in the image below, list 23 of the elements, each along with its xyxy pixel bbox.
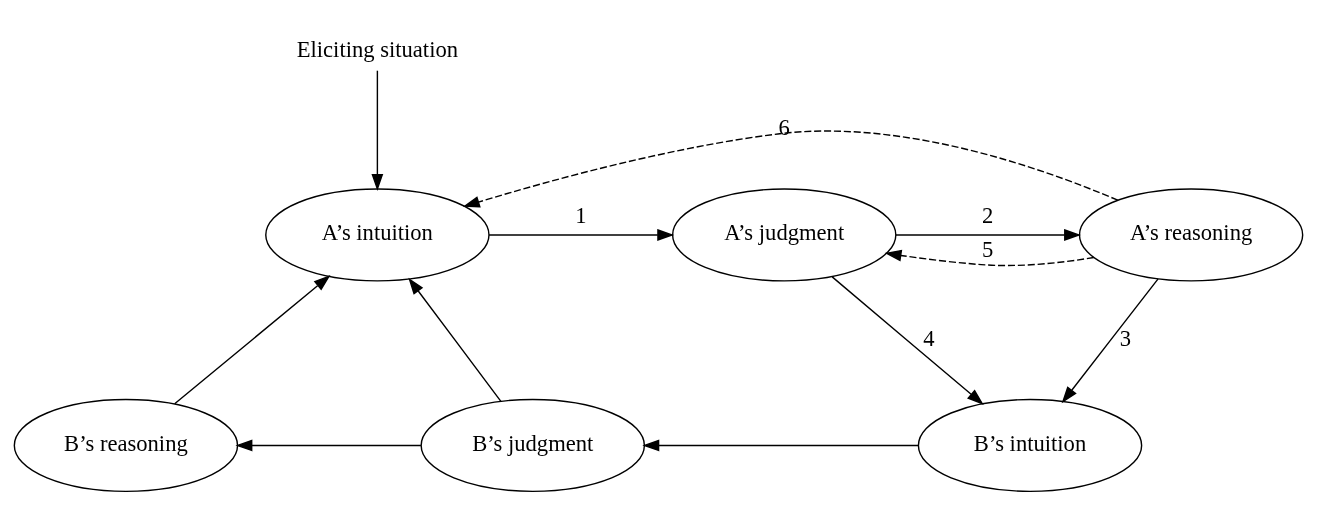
arrow (462, 130, 1119, 208)
node-ellipse: B’s reasoning (13, 398, 239, 493)
edge-label: 4 (923, 325, 935, 351)
arrow (371, 70, 384, 191)
edge-label: 3 (1119, 325, 1132, 351)
arrow (174, 275, 331, 405)
node-ellipse: B’s judgment (420, 398, 646, 493)
arrow (1061, 278, 1159, 404)
edge-label: 2 (982, 203, 994, 229)
arrow (408, 277, 502, 403)
edge-label: 5 (982, 237, 994, 263)
node-ellipse: A’s intuition (265, 188, 490, 282)
node-ellipse: A’s reasoning (1078, 188, 1304, 282)
node-ellipse: A’s judgment (671, 188, 897, 282)
edge-label: 1 (575, 203, 587, 229)
arrow (831, 276, 984, 405)
arrow (642, 439, 919, 452)
arrow (884, 249, 1095, 267)
node-ellipse: B’s intuition (917, 398, 1143, 493)
arrow (488, 229, 675, 241)
arrow (235, 439, 422, 452)
arrow (895, 229, 1082, 241)
node-text: Eliciting situation (296, 37, 459, 63)
